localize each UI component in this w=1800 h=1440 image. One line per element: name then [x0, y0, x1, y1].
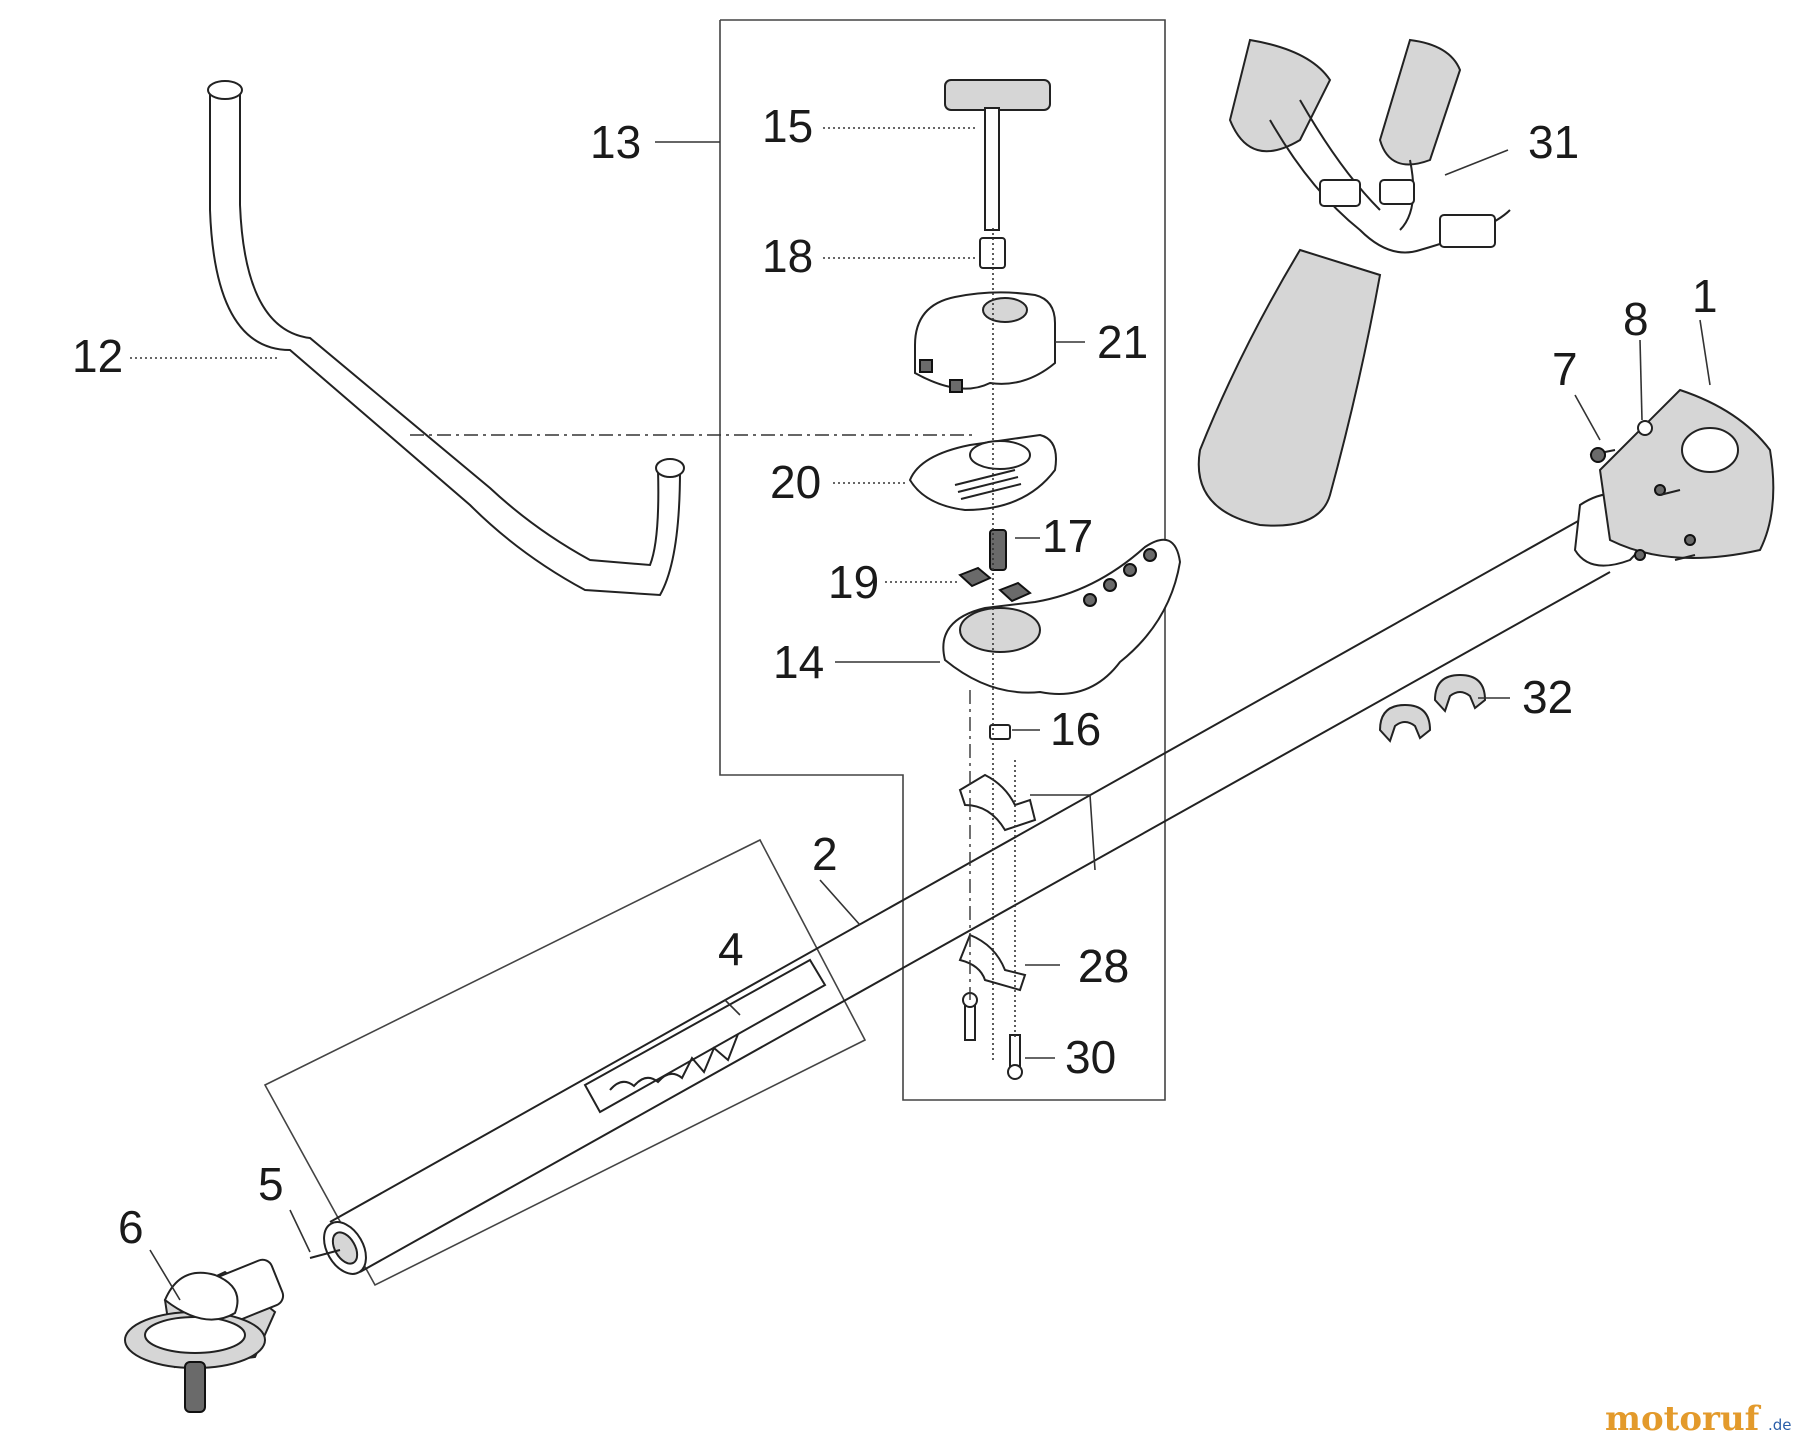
svg-text:.de: .de	[1768, 1416, 1792, 1434]
callout-32: 32	[1522, 671, 1573, 723]
frame-handle-assembly	[719, 19, 1166, 1101]
part-16-nut	[989, 724, 1011, 740]
part-28-upper-clamp	[958, 773, 1037, 832]
part-32-clips	[1378, 673, 1487, 743]
callout-6: 6	[118, 1201, 144, 1253]
callout-21: 21	[1097, 316, 1148, 368]
part-28-lower-clamp	[958, 933, 1027, 992]
part-21-upper-clamp	[914, 291, 1056, 393]
callout-7: 7	[1552, 343, 1578, 395]
part-30-screws	[962, 992, 1023, 1080]
callout-15: 15	[762, 100, 813, 152]
callout-30: 30	[1065, 1031, 1116, 1083]
callout-8: 8	[1623, 293, 1649, 345]
main-shaft	[323, 519, 1611, 1275]
part-17-spring	[989, 529, 1007, 571]
callout-13: 13	[590, 116, 641, 168]
callout-12: 12	[72, 330, 123, 382]
callout-18: 18	[762, 230, 813, 282]
part-20-lower-clamp	[908, 433, 1057, 512]
callout-14: 14	[773, 636, 824, 688]
callout-4: 4	[718, 923, 744, 975]
callout-28-upper: 28	[1078, 940, 1129, 992]
frame-drive-shaft	[263, 838, 867, 1287]
drive-cable	[309, 1249, 341, 1259]
part-19-nuts	[958, 566, 1032, 603]
leader-lines	[130, 127, 1711, 1301]
callout-19: 19	[828, 556, 879, 608]
callout-17: 17	[1042, 510, 1093, 562]
callout-2: 2	[812, 828, 838, 880]
callout-16: 16	[1050, 703, 1101, 755]
gear-head	[124, 1258, 285, 1413]
shoulder-harness	[1197, 38, 1511, 527]
callout-28-lower: 28	[1078, 940, 1129, 992]
callout-5: 5	[258, 1158, 284, 1210]
screws-and-washers	[1589, 420, 1696, 561]
shaft-decal	[583, 958, 827, 1114]
handle-bar	[207, 80, 685, 597]
svg-text:motoruf: motoruf	[1605, 1399, 1762, 1439]
part-15-knob-bolt	[944, 79, 1051, 231]
part-14-handle-holder	[942, 538, 1182, 695]
callout-31: 31	[1528, 116, 1579, 168]
callout-20: 20	[770, 456, 821, 508]
watermark-logo: motoruf .de	[1605, 1399, 1792, 1439]
engine-housing	[1573, 388, 1775, 567]
callout-1: 1	[1692, 270, 1718, 322]
